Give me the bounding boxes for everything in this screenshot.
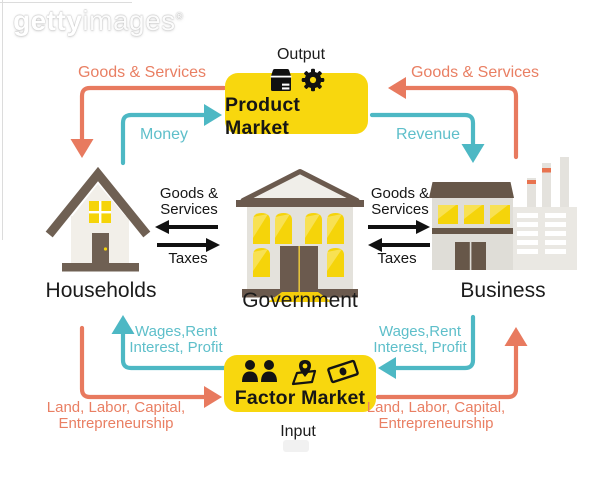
arrow-goods-government-to-households [155,220,218,234]
flow-label-revenue: Revenue [395,126,461,143]
flow-label-land-left: Land, Labor, Capital, Entrepreneurship [46,399,186,432]
flow-label-goods-services-top-left: Goods & Services [77,64,207,81]
households-label: Households [45,279,157,302]
flow-label-goods-services-top-right: Goods & Services [410,64,540,81]
people-icon [242,360,277,382]
banknote-icon [327,359,359,384]
factor-market-node: Factor Market [224,355,376,412]
output-label: Output [276,46,326,63]
flow-label-taxes-left: Taxes [168,250,208,267]
business-label: Business [460,279,546,302]
arrow-goods-product-to-households [70,85,227,158]
households-icon [45,166,151,272]
government-icon [236,169,364,302]
factor-market-icons [239,358,361,386]
arrow-taxes-households-to-government [157,238,220,252]
arrow-money-households-to-product [120,104,222,166]
flow-label-wages-left: Wages,Rent Interest, Profit [129,323,223,356]
package-icon [270,69,292,91]
product-market-label: Product Market [225,94,301,139]
map-pin-icon [291,359,317,385]
getty-watermark-bold: getty [13,5,83,36]
arrow-goods-business-to-product [388,77,519,160]
flow-label-money: Money [139,126,189,143]
input-label: Input [280,423,316,440]
arrow-revenue-product-to-business [369,112,485,163]
business-icon [429,157,577,270]
arrow-wages-factor-to-households [111,315,227,371]
government-label: Government [242,289,358,312]
flow-label-wages-right: Wages,Rent Interest, Profit [373,323,467,356]
faint-center-watermark [283,440,309,452]
arrow-land-households-to-factor [79,325,222,408]
flow-label-land-right: Land, Labor, Capital, Entrepreneurship [366,399,506,432]
flow-label-goods-business: Goods & Services [370,185,430,218]
registered-mark: ® [175,11,184,23]
arrow-wages-business-to-factor [378,314,476,379]
getty-watermark-light: images [82,5,176,36]
frame-line-top [0,2,132,3]
getty-watermark: gettyimages® [13,5,184,37]
factor-market-label: Factor Market [234,386,366,409]
frame-line-left [2,0,3,240]
gear-icon [301,68,325,92]
arrow-land-factor-to-business [375,327,528,400]
product-market-node: Product Market [225,68,368,139]
flow-label-goods-households: Goods & Services [159,185,219,218]
product-market-icons [268,67,325,93]
arrow-goods-government-to-business [368,220,430,234]
flow-label-taxes-right: Taxes [377,250,417,267]
arrow-taxes-business-to-government [368,238,430,252]
